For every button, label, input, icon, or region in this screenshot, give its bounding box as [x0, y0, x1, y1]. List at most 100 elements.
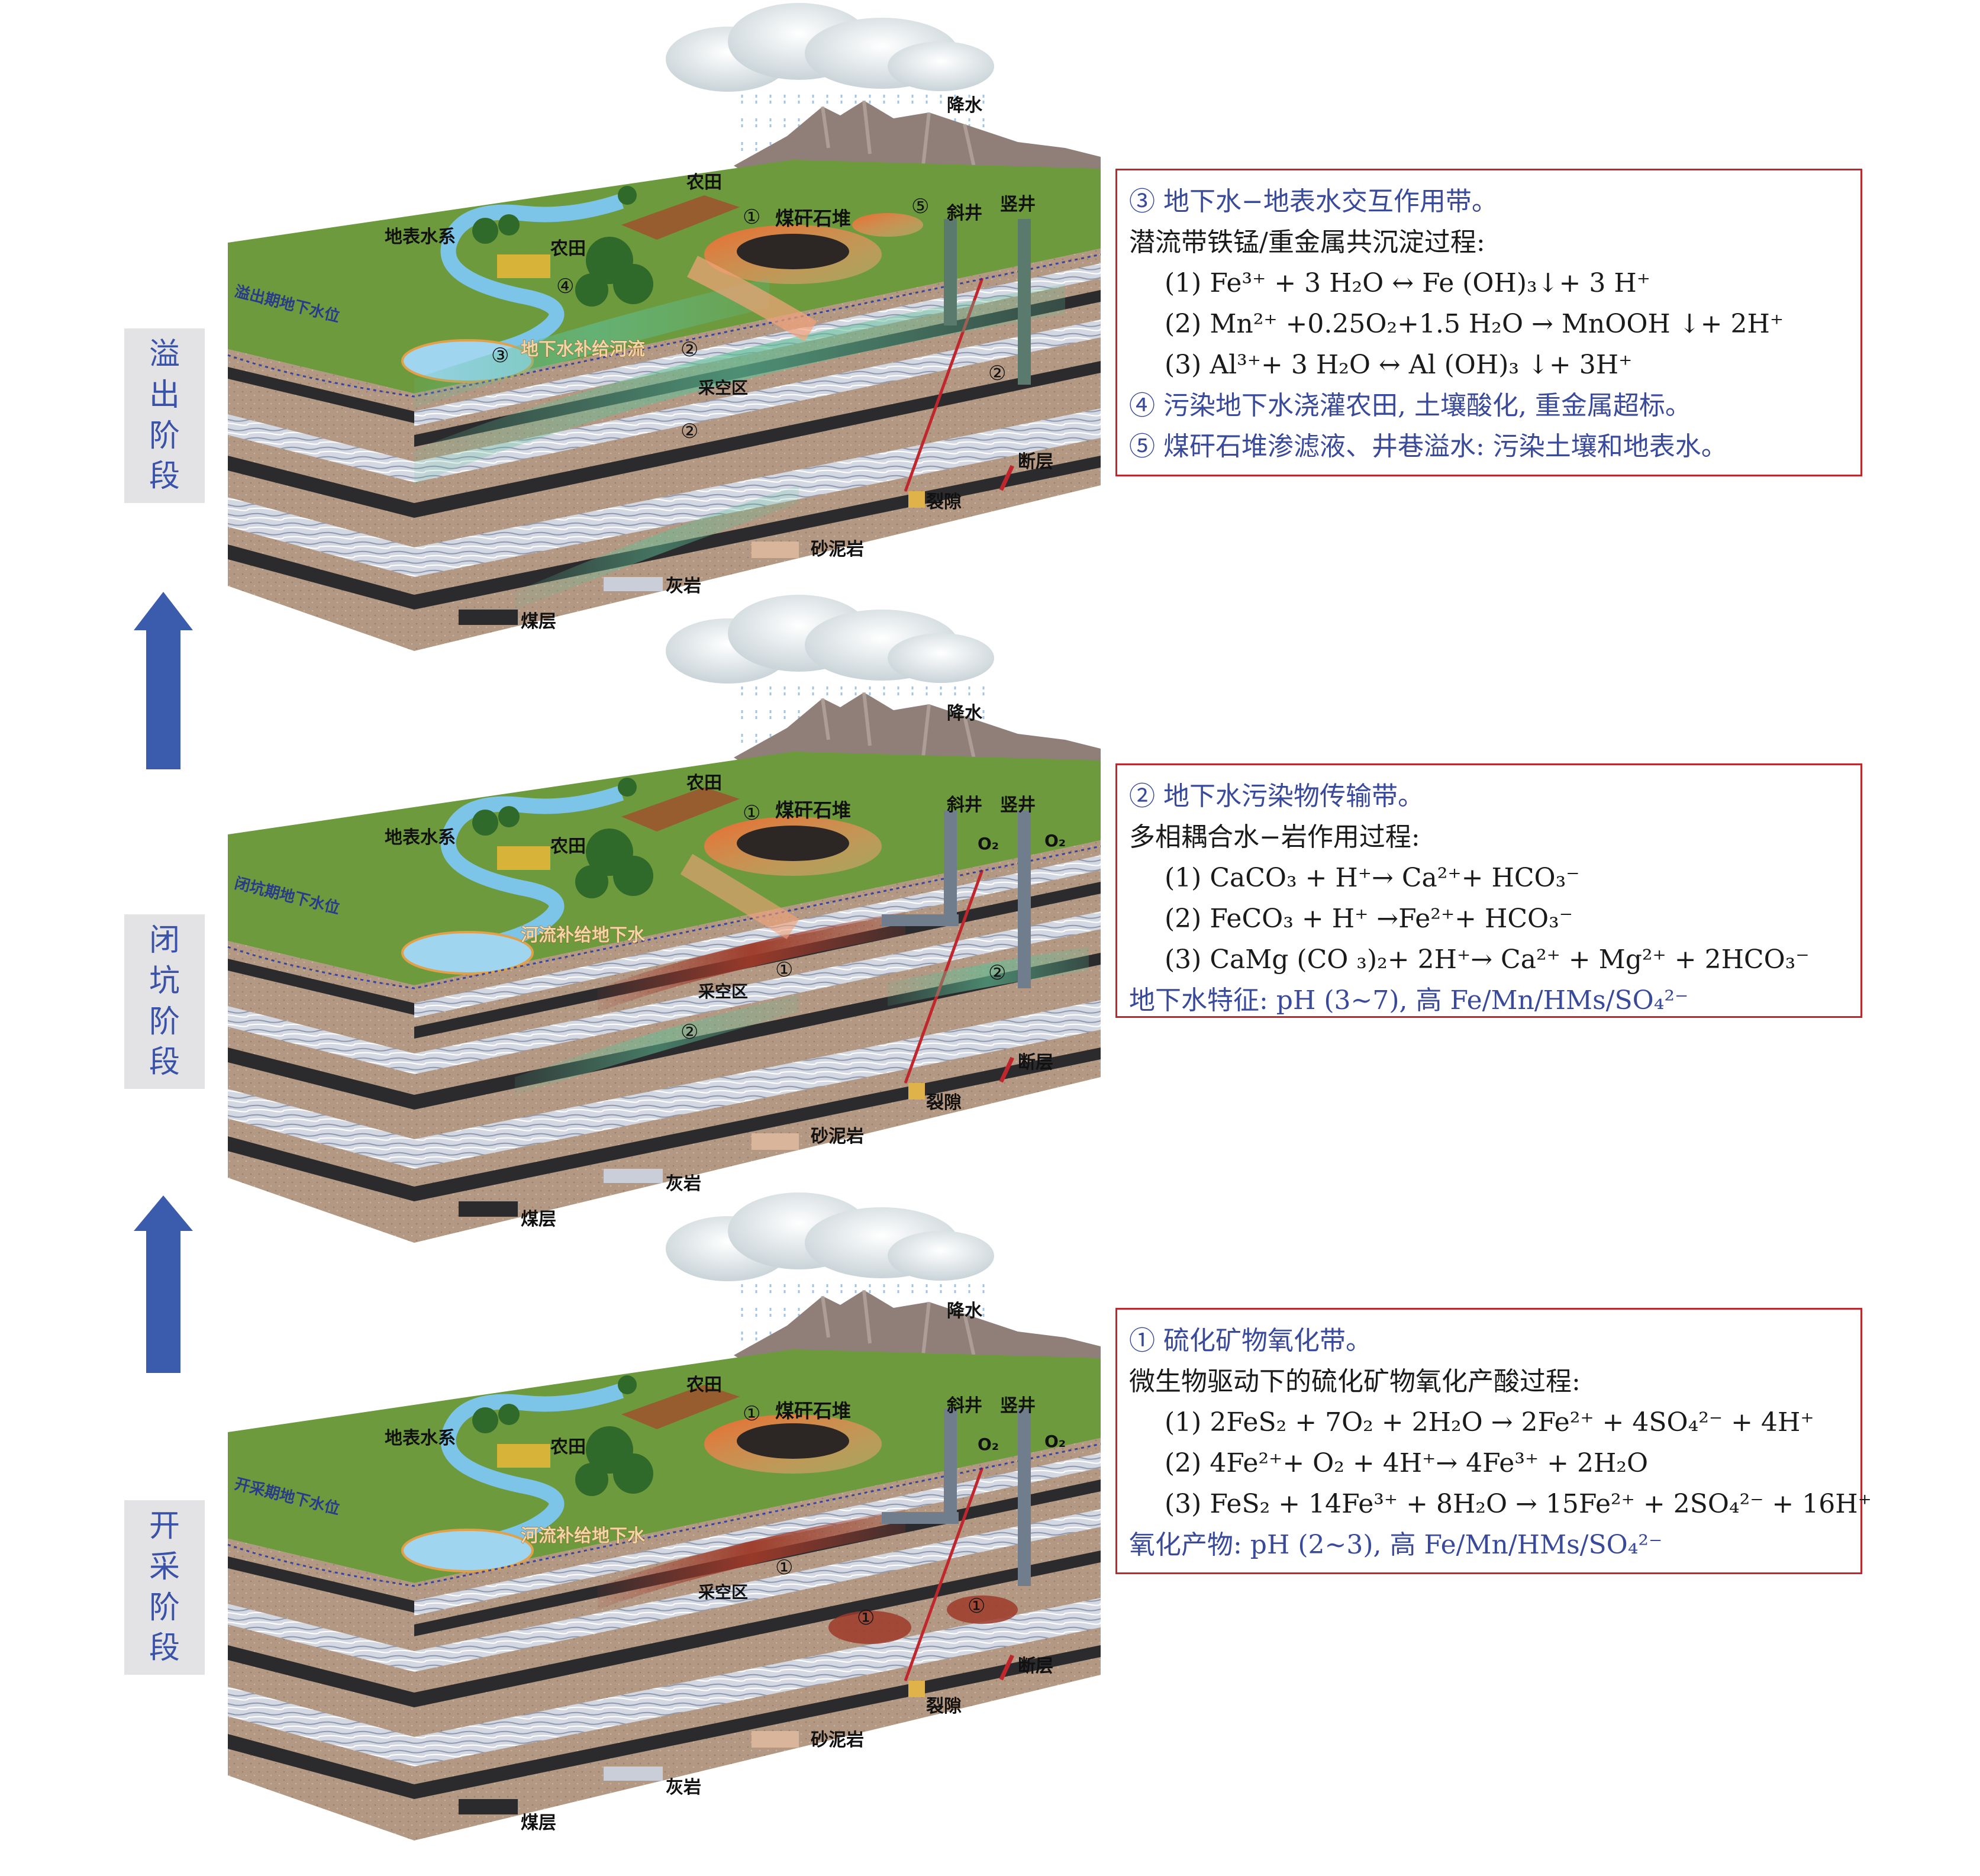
label-shaft: 竖井 [1000, 194, 1036, 215]
label-gangue: 煤矸石堆 [775, 207, 851, 230]
info-title: ③ 地下水−地表水交互作用带。 [1129, 186, 1498, 217]
zone-marker: ④ [556, 275, 574, 298]
label-river-recharge: 河流补给地下水 [521, 1526, 646, 1546]
stage-char: 出 [149, 377, 180, 413]
label-rain: 降水 [947, 1301, 983, 1321]
label-o2: O₂ [978, 834, 999, 853]
labels-closure: 降水 农田 地表水系 农田 煤矸石堆 斜井 竖井 O₂ O₂ 采空区 河流补给地… [233, 703, 1066, 1230]
zone-marker: ② [681, 1020, 698, 1044]
label-o2: O₂ [1044, 1432, 1066, 1451]
info-box-overflow: ③ 地下水−地表水交互作用带。 潜流带铁锰/重金属共沉淀过程: (1) Fe³⁺… [1115, 169, 1862, 476]
label-farmland-top: 农田 [686, 773, 722, 794]
label-incline: 斜井 [947, 203, 982, 224]
label-surface-water: 地表水系 [385, 1428, 456, 1449]
zone-marker: ① [743, 801, 760, 825]
label-farmland-mid: 农田 [550, 238, 586, 259]
label-goaf: 采空区 [698, 1582, 748, 1602]
info-box-closure: ② 地下水污染物传输带。 多相耦合水−岩作用过程: (1) CaCO₃ + H⁺… [1115, 763, 1862, 1018]
info-subtitle: 多相耦合水−岩作用过程: [1129, 822, 1420, 852]
label-sand-mud: 砂泥岩 [811, 1126, 864, 1147]
info-note: 地下水特征: pH (3~7), 高 Fe/Mn/HMs/SO₄²⁻ [1129, 985, 1689, 1016]
equation: (3) CaMg (CO ₃)₂+ 2H⁺→ Ca²⁺ + Mg²⁺ + 2HC… [1165, 945, 1810, 975]
label-fracture: 裂隙 [926, 1696, 962, 1717]
zone-marker: ① [968, 1594, 985, 1618]
stage-char: 溢 [149, 337, 180, 373]
info-subtitle: 潜流带铁锰/重金属共沉淀过程: [1129, 227, 1485, 257]
labels-mining: 降水 农田 地表水系 农田 煤矸石堆 斜井 竖井 O₂ O₂ 采空区 河流补给地… [233, 1301, 1066, 1833]
zone-marker: ⑤ [911, 195, 929, 218]
label-o2: O₂ [978, 1435, 999, 1454]
label-fault: 断层 [1018, 452, 1053, 472]
stage-box-closure: 闭 坑 阶 段 [124, 914, 205, 1089]
equation: (2) FeCO₃ + H⁺ →Fe²⁺+ HCO₃⁻ [1165, 904, 1573, 934]
label-fracture: 裂隙 [926, 1092, 962, 1113]
stage-char: 阶 [149, 1004, 180, 1040]
label-goaf: 采空区 [698, 378, 748, 398]
info-note: 氧化产物: pH (2~3), 高 Fe/Mn/HMs/SO₄²⁻ [1129, 1530, 1663, 1560]
label-gangue: 煤矸石堆 [775, 1400, 851, 1422]
stage-char: 段 [149, 1630, 180, 1667]
equation: (1) CaCO₃ + H⁺→ Ca²⁺+ HCO₃⁻ [1165, 863, 1580, 893]
label-coal: 煤层 [521, 1209, 556, 1230]
label-limestone: 灰岩 [666, 1174, 701, 1194]
label-fracture: 裂隙 [926, 492, 962, 512]
label-river-recharge: 河流补给地下水 [521, 925, 646, 946]
info-title: ② 地下水污染物传输带。 [1129, 781, 1424, 811]
equation: (3) Al³⁺+ 3 H₂O ↔ Al (OH)₃ ↓+ 3H⁺ [1165, 350, 1633, 380]
info-note: ⑤ 煤矸石堆渗滤液、井巷溢水: 污染土壤和地表水。 [1129, 431, 1727, 462]
label-incline: 斜井 [947, 1395, 982, 1416]
overflow-plumes [414, 213, 1065, 610]
label-rain: 降水 [947, 703, 983, 724]
label-farmland-top: 农田 [686, 1375, 722, 1395]
stage-box-mining: 开 采 阶 段 [124, 1500, 205, 1675]
label-rain: 降水 [947, 95, 983, 116]
equation: (1) 2FeS₂ + 7O₂ + 2H₂O → 2Fe²⁺ + 4SO₄²⁻ … [1165, 1407, 1814, 1437]
stage-box-overflow: 溢 出 阶 段 [124, 328, 205, 503]
closure-plumes [515, 811, 1089, 1095]
zone-marker: ② [988, 961, 1006, 985]
transition-arrow-lower [134, 1195, 193, 1373]
label-gangue: 煤矸石堆 [775, 799, 851, 821]
label-limestone: 灰岩 [666, 1777, 701, 1798]
zone-marker: ① [743, 1402, 760, 1426]
zone-marker: ③ [491, 344, 509, 368]
label-sand-mud: 砂泥岩 [811, 539, 864, 560]
info-subtitle: 微生物驱动下的硫化矿物氧化产酸过程: [1129, 1366, 1581, 1397]
zone-marker: ② [681, 420, 698, 443]
label-surface-water: 地表水系 [385, 227, 456, 247]
stage-char: 段 [149, 459, 180, 495]
label-sand-mud: 砂泥岩 [811, 1730, 864, 1751]
label-farmland-top: 农田 [686, 172, 722, 193]
zone-marker: ① [857, 1606, 875, 1630]
zone-marker: ① [775, 1556, 793, 1580]
zone-marker: ① [775, 958, 793, 982]
equation: (2) Mn²⁺ +0.25O₂+1.5 H₂O → MnOOH ↓+ 2H⁺ [1165, 309, 1784, 339]
stage-char: 阶 [149, 1590, 180, 1626]
stage-char: 采 [149, 1549, 180, 1585]
label-fault: 断层 [1018, 1052, 1053, 1073]
equation: (1) Fe³⁺ + 3 H₂O ↔ Fe (OH)₃↓+ 3 H⁺ [1165, 268, 1650, 298]
label-incline: 斜井 [947, 795, 982, 815]
zone-marker: ② [988, 362, 1006, 385]
stage-char: 阶 [149, 418, 180, 454]
label-limestone: 灰岩 [666, 576, 701, 597]
transition-arrow-upper [134, 592, 193, 769]
label-shaft: 竖井 [1000, 1395, 1036, 1416]
info-box-mining: ① 硫化矿物氧化带。 微生物驱动下的硫化矿物氧化产酸过程: (1) 2FeS₂ … [1115, 1308, 1872, 1574]
block-closure [228, 595, 1101, 1243]
label-fault: 断层 [1018, 1656, 1053, 1677]
label-farmland-mid: 农田 [550, 1437, 586, 1458]
label-river-recharge: 地下水补给河流 [521, 339, 645, 360]
label-coal: 煤层 [521, 1813, 556, 1833]
label-goaf: 采空区 [698, 982, 748, 1001]
label-o2: O₂ [1044, 831, 1066, 850]
block-mining [228, 1192, 1101, 1840]
equation: (3) FeS₂ + 14Fe³⁺ + 8H₂O → 15Fe²⁺ + 2SO₄… [1165, 1489, 1872, 1519]
info-note: ④ 污染地下水浇灌农田, 土壤酸化, 重金属超标。 [1129, 391, 1691, 421]
equation: (2) 4Fe²⁺+ O₂ + 4H⁺→ 4Fe³⁺ + 2H₂O [1165, 1448, 1649, 1478]
zone-marker: ① [743, 205, 760, 229]
label-surface-water: 地表水系 [385, 827, 456, 848]
label-coal: 煤层 [521, 611, 556, 632]
